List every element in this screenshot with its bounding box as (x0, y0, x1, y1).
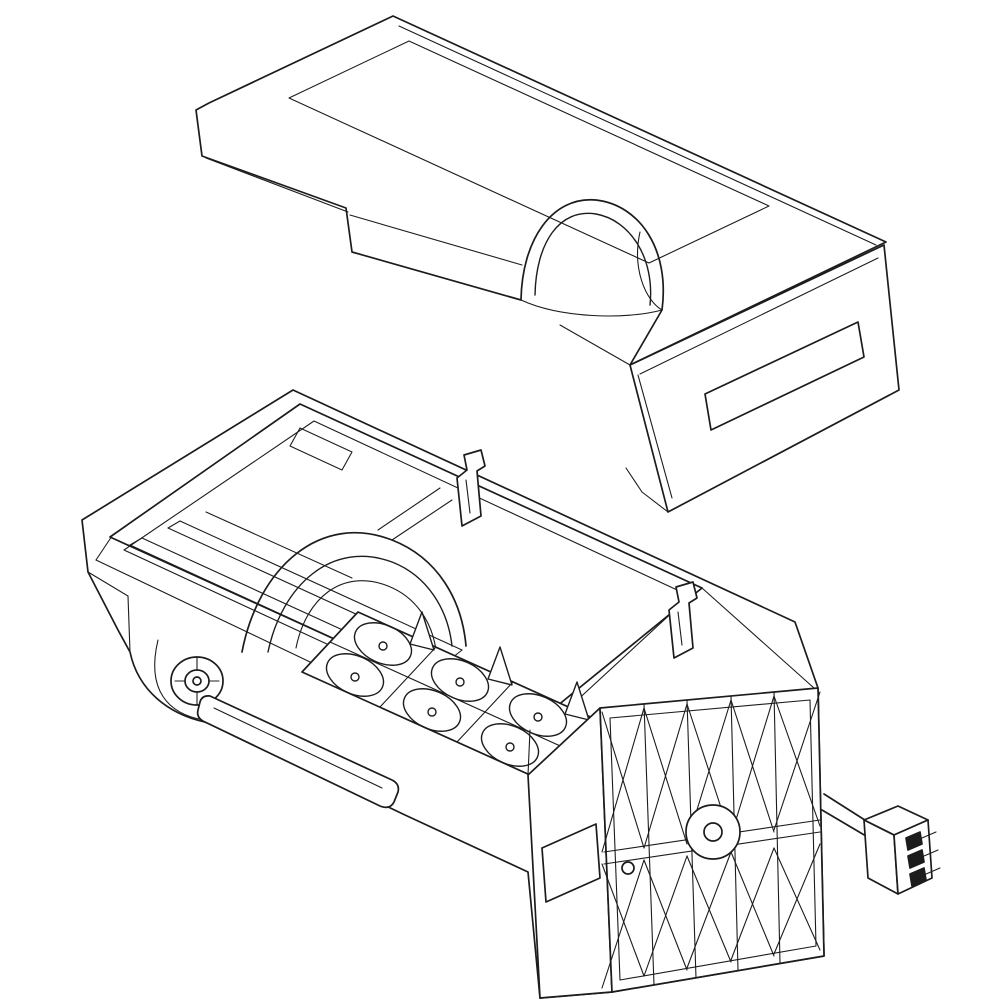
left-face-line-b (127, 595, 131, 653)
dome-inner-arc (534, 212, 652, 306)
cavity (353, 622, 413, 666)
dome-base (520, 299, 663, 317)
cavity (430, 658, 490, 702)
cavity-dimple (455, 677, 465, 687)
arch-outer (241, 531, 467, 653)
fin (409, 611, 435, 651)
hub-center (192, 676, 202, 686)
module-housing (527, 687, 825, 999)
mounting-clip-rear (668, 581, 698, 659)
cavity (480, 723, 540, 767)
side-cutout (541, 823, 601, 903)
cavity (325, 653, 385, 697)
module-boss-hub (703, 822, 723, 842)
arch-link-a (391, 499, 453, 541)
arch-link-b (377, 487, 441, 531)
drawing-root (81, 15, 941, 999)
cavity-dimple (533, 712, 543, 722)
end-panel-top-inner (639, 257, 879, 375)
side-face-tie (527, 729, 531, 776)
arch-mid (267, 555, 453, 653)
wire-connector-assembly (821, 793, 941, 895)
body-assembly (81, 389, 941, 999)
module-boss (685, 804, 741, 860)
end-panel-left-inner (637, 374, 673, 499)
dome-end-face (637, 231, 663, 311)
fin (487, 646, 513, 686)
clip-front-slot (465, 479, 471, 514)
mold-col-2 (456, 681, 514, 743)
hub-spokes (174, 656, 220, 706)
cavity-dimple (378, 641, 388, 651)
cover-recess-outline (288, 40, 770, 264)
fin (564, 681, 590, 721)
end-panel (625, 244, 900, 513)
lattice-node (621, 861, 635, 875)
pin-leads (921, 831, 941, 875)
cover-left-crease (205, 157, 349, 213)
wire-shaft-top (823, 793, 869, 823)
mold-col-1 (379, 646, 437, 708)
cover-step-crease (349, 214, 523, 266)
cover-assembly (195, 15, 900, 513)
cover-top-face (195, 15, 887, 366)
housing-inner-frame (609, 699, 817, 981)
cover-edge-thickness (398, 25, 877, 246)
mounting-clip-front (456, 449, 486, 527)
pin (909, 867, 927, 887)
cavity (402, 688, 462, 732)
rim-housing-edge (701, 587, 815, 689)
rim-left-slot (289, 427, 353, 471)
connector-pins (905, 831, 927, 887)
mounting-clips (456, 449, 698, 659)
access-tray (196, 695, 400, 809)
left-face-line-a (87, 571, 129, 597)
fill-arch (241, 487, 467, 653)
pin (905, 831, 923, 851)
end-panel-face (629, 244, 900, 513)
clip-rear-slot (677, 611, 683, 646)
dome (520, 212, 663, 317)
cavity-dimple (350, 672, 360, 682)
lattice (601, 691, 821, 989)
wire-shaft-bottom (821, 809, 867, 837)
access-tray-lip (213, 707, 383, 789)
pin (907, 849, 925, 869)
cavity-dimple (427, 707, 437, 717)
cover-fold-line (559, 324, 631, 366)
cavity-dimple (505, 742, 515, 752)
panel-slot (704, 321, 865, 431)
rim-corner-tie (95, 535, 113, 561)
panel-bottom-step (625, 467, 669, 513)
arch-inner (295, 580, 437, 651)
